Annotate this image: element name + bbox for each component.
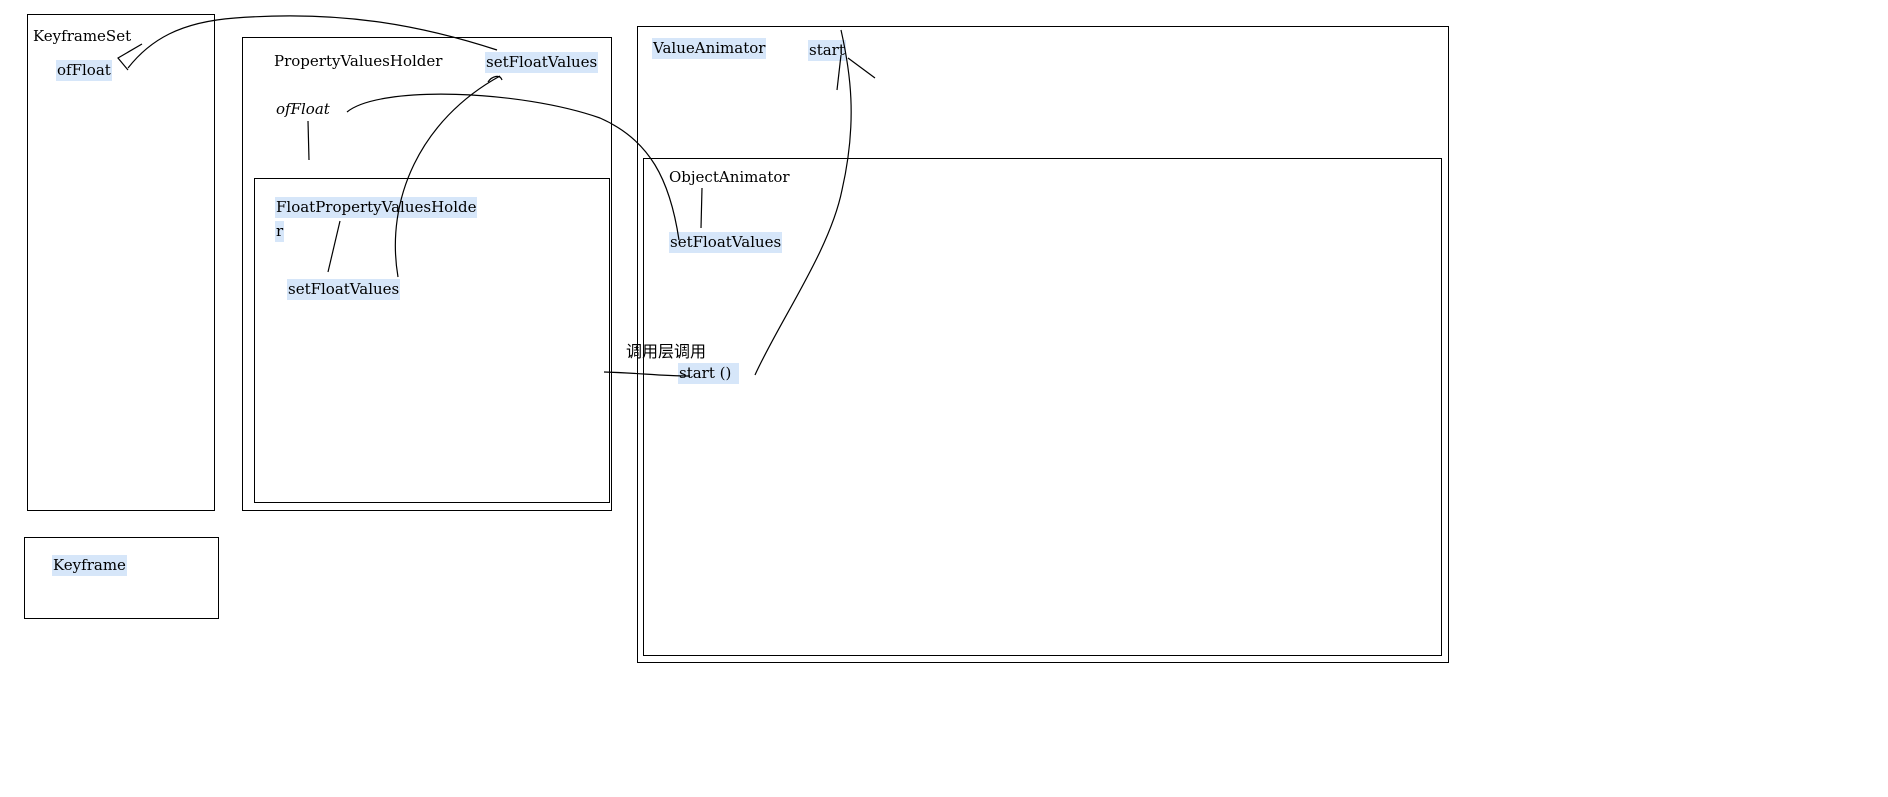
float-property-values-holder-box <box>254 178 610 503</box>
object-animator-start: start () <box>678 363 740 384</box>
float-property-values-holder-title-line1: FloatPropertyValuesHolde <box>275 197 478 218</box>
value-animator-start: start <box>808 40 846 61</box>
object-animator-box <box>643 158 1442 656</box>
object-animator-setfloatvalues: setFloatValues <box>669 232 783 253</box>
keyframe-box <box>24 537 219 619</box>
object-animator-title: ObjectAnimator <box>669 168 790 186</box>
value-animator-box <box>637 26 1449 663</box>
property-values-holder-offloat: ofFloat <box>276 100 330 118</box>
caller-annotation: 调用层调用 <box>626 342 707 361</box>
keyframeset-title: KeyframeSet <box>33 27 132 45</box>
property-values-holder-setfloatvalues: setFloatValues <box>485 52 599 73</box>
value-animator-title: ValueAnimator <box>652 38 767 59</box>
keyframe-title: Keyframe <box>52 555 127 576</box>
float-property-values-holder-setfloatvalues: setFloatValues <box>287 279 401 300</box>
property-values-holder-title: PropertyValuesHolder <box>274 52 443 70</box>
keyframeset-offloat-method: ofFloat <box>56 60 112 81</box>
keyframeset-box <box>27 14 215 511</box>
float-property-values-holder-title-line2: r <box>275 221 285 242</box>
